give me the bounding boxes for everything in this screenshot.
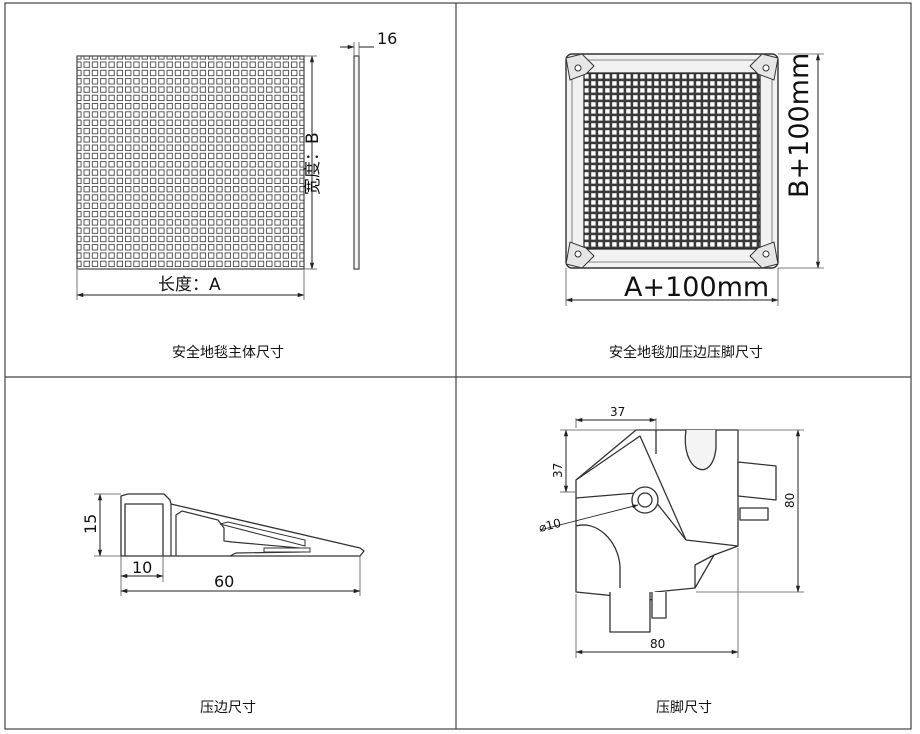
foot-hole-label: ⌀10 <box>537 516 562 535</box>
panel-caption-edging-profile: 压边尺寸 <box>200 700 256 716</box>
corner-foot-top-right <box>749 53 779 81</box>
edging-base-label: 10 <box>132 558 152 577</box>
grid-frame <box>4 2 912 730</box>
panel-edging-profile: 15 10 60 压边尺寸 <box>81 493 365 716</box>
panel-corner-foot: 37 37 ⌀10 80 80 压脚尺寸 <box>537 405 804 716</box>
foot-hole-leader <box>539 504 639 531</box>
mat-body-top-view <box>76 55 305 270</box>
panel-caption-corner-foot: 压脚尺寸 <box>656 700 712 716</box>
mat-body-length-label: 长度：A <box>158 275 221 295</box>
assembly-width-label: B+100mm <box>784 53 815 198</box>
corner-foot-top-left <box>565 53 595 81</box>
edging-total-label: 60 <box>214 572 234 591</box>
foot-width-label: 80 <box>650 637 665 651</box>
corner-foot-drawing <box>575 429 777 633</box>
corner-foot-bottom-left <box>565 241 595 269</box>
panel-caption-mat-assembly: 安全地毯加压边压脚尺寸 <box>609 344 763 361</box>
panel-mat-body: 长度：A 宽度：B 16 安全地毯主体尺寸 <box>76 29 397 361</box>
mat-body-thickness-label: 16 <box>377 29 397 48</box>
mat-body-side-view <box>353 55 360 270</box>
foot-side-label: 37 <box>551 463 565 478</box>
panel-caption-mat-body: 安全地毯主体尺寸 <box>172 344 284 361</box>
panel-mat-assembly: A+100mm B+100mm 安全地毯加压边压脚尺寸 <box>565 53 824 361</box>
edging-height-label: 15 <box>81 514 100 534</box>
foot-height-label: 80 <box>783 493 797 508</box>
assembly-length-label: A+100mm <box>624 272 769 303</box>
corner-foot-bottom-right <box>749 241 779 269</box>
foot-top-label: 37 <box>610 405 625 419</box>
mat-body-width-label: 宽度：B <box>303 132 323 195</box>
